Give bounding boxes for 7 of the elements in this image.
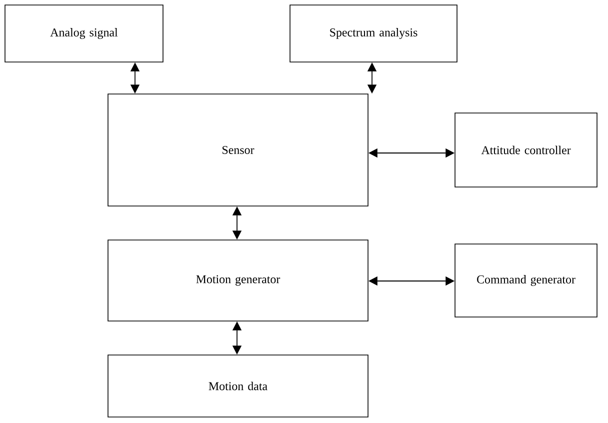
process-box: Spectrum analysis (290, 4, 458, 62)
process-box: Analog signal (4, 4, 164, 62)
process-box: Command generator (454, 244, 598, 318)
process-box: Attitude controller (454, 112, 598, 188)
process-box: Sensor (108, 94, 368, 206)
process-box: Motion generator (108, 240, 368, 322)
process-box: Motion data (108, 354, 368, 418)
